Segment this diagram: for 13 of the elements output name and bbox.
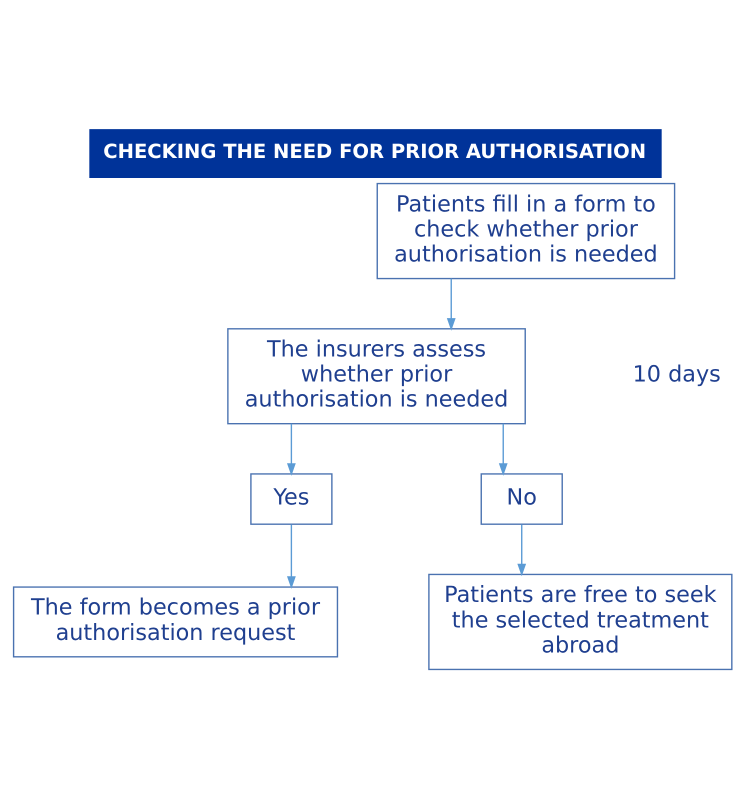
- node-box: Yes: [250, 472, 333, 524]
- arrow: [446, 278, 456, 330]
- diagram-title: CHECKING THE NEED FOR PRIOR AUTHORISATION: [103, 140, 646, 163]
- node-box: Patients are free to seek the selected treatment abroad: [428, 573, 733, 670]
- node-box: The form becomes a prior authorisation request: [12, 586, 338, 658]
- node-box: No: [480, 472, 563, 524]
- label: 10 days: [632, 361, 721, 388]
- node-box: Patients fill in a form to check whether prior authorisation is needed: [376, 182, 676, 279]
- arrow: [286, 423, 296, 476]
- node-box: The insurers assess whether prior authorisation is needed: [227, 328, 526, 424]
- arrow: [517, 524, 526, 576]
- arrow: [498, 423, 508, 476]
- arrow: [286, 524, 296, 588]
